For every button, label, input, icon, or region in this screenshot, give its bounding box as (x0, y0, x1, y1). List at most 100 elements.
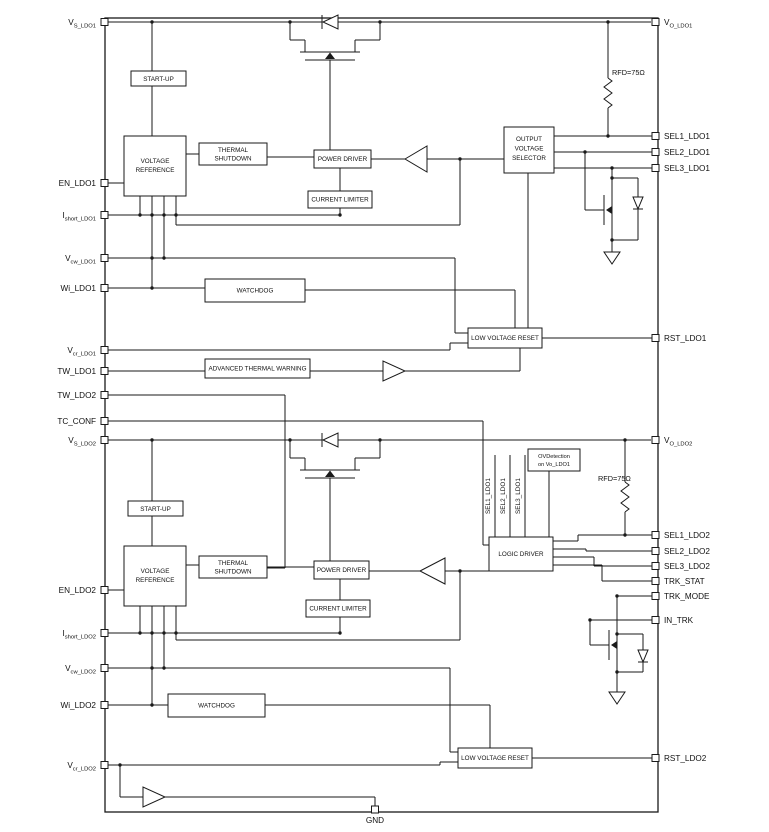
error-amp-ldo2-icon (418, 557, 446, 585)
pin-tc-conf: TC_CONF (57, 417, 109, 426)
svg-text:Wi_LDO2: Wi_LDO2 (61, 701, 97, 710)
block-current-limiter-ldo2: CURRENT LIMITER (305, 599, 371, 618)
svg-text:TW_LDO2: TW_LDO2 (57, 391, 96, 400)
ground-ldo2-icon (608, 691, 626, 705)
svg-text:TRK_STAT: TRK_STAT (664, 577, 705, 586)
svg-text:Ishort_LDO1: Ishort_LDO1 (62, 211, 96, 223)
watchdog-ldo1-label: WATCHDOG (237, 288, 274, 295)
svg-text:VS_LDO1: VS_LDO1 (68, 18, 96, 30)
thermal-warning-buffer-icon (382, 360, 407, 382)
svg-text:RST_LDO1: RST_LDO1 (664, 334, 707, 343)
schematic-symbols (142, 14, 649, 808)
block-low-voltage-reset-ldo1: LOW VOLTAGE RESET (467, 327, 543, 349)
svg-text:SEL2_LDO1: SEL2_LDO1 (664, 148, 710, 157)
error-amp-ldo1-icon (404, 145, 428, 173)
low-voltage-reset-ldo1-label: LOW VOLTAGE RESET (471, 335, 539, 342)
block-power-driver-ldo1: POWER DRIVER (313, 149, 372, 169)
pin-vo-ldo2: VO_LDO2 (651, 436, 692, 448)
pin-vcw-ldo2: Vcw_LDO2 (65, 664, 109, 676)
block-advanced-thermal-warning: ADVANCED THERMAL WARNING (204, 358, 311, 379)
pin-sel2-ldo2: SEL2_LDO2 (651, 547, 710, 556)
sel3-ldo1-pass-label: SEL3_LDO1 (515, 478, 522, 514)
pulldown-mosfet-ldo1-icon (606, 206, 612, 214)
pass-mosfet-ldo2-icon (325, 470, 335, 477)
rfd-resistor-ldo1-icon (603, 77, 613, 109)
svg-text:SEL2_LDO2: SEL2_LDO2 (664, 547, 710, 556)
rfd-resistor-ldo2-icon (620, 481, 630, 513)
svg-text:Vcw_LDO1: Vcw_LDO1 (65, 254, 96, 266)
svg-text:SEL3_LDO2: SEL3_LDO2 (664, 562, 710, 571)
output-buffer-icon (142, 786, 167, 808)
block-watchdog-ldo2: WATCHDOG (167, 693, 266, 718)
pin-trk-stat: TRK_STAT (651, 577, 705, 586)
pin-en-ldo2: EN_LDO2 (59, 586, 109, 595)
sel2-ldo1-pass-label: SEL2_LDO1 (500, 478, 507, 514)
ic-outline (104, 17, 659, 813)
junction-dots (118, 20, 627, 767)
svg-text:TW_LDO1: TW_LDO1 (57, 367, 96, 376)
svg-text:Ishort_LDO2: Ishort_LDO2 (62, 629, 96, 641)
block-logic-driver: LOGIC DRIVER (488, 536, 554, 572)
svg-text:TRK_MODE: TRK_MODE (664, 592, 710, 601)
pin-gnd: GND (366, 805, 384, 825)
tracking-mosfet-ldo2-icon (611, 641, 617, 649)
power-driver-ldo2-label: POWER DRIVER (317, 567, 367, 574)
pass-mosfet-ldo1-icon (325, 52, 335, 59)
svg-text:SEL3_LDO1: SEL3_LDO1 (664, 164, 710, 173)
svg-text:Vcw_LDO2: Vcw_LDO2 (65, 664, 96, 676)
svg-text:SEL1_LDO2: SEL1_LDO2 (664, 531, 710, 540)
current-limiter-ldo1-label: CURRENT LIMITER (311, 197, 369, 204)
protection-diode-ldo1-icon (632, 196, 644, 211)
pin-ishort-ldo2: Ishort_LDO2 (62, 629, 109, 641)
block-watchdog-ldo1: WATCHDOG (204, 278, 306, 303)
pin-vcw-ldo1: Vcw_LDO1 (65, 254, 109, 266)
pin-vcr-ldo2: Vcr_LDO2 (67, 761, 109, 773)
pin-vs-ldo2: VS_LDO2 (68, 436, 109, 448)
pin-sel1-ldo1: SEL1_LDO1 (651, 132, 710, 141)
right-pins: VO_LDO1 SEL1_LDO1 SEL2_LDO1 SEL3_LDO1 RS… (651, 18, 710, 763)
block-startup-ldo1: START-UP (130, 70, 187, 87)
svg-text:Wi_LDO1: Wi_LDO1 (61, 284, 97, 293)
pin-en-ldo1: EN_LDO1 (59, 179, 109, 188)
pin-trk-mode: TRK_MODE (651, 592, 710, 601)
pin-tw-ldo1: TW_LDO1 (57, 367, 109, 376)
pin-sel1-ldo2: SEL1_LDO2 (651, 531, 710, 540)
body-diode-ldo2-icon (321, 432, 339, 448)
startup-ldo2-label: START-UP (140, 506, 171, 513)
pin-tw-ldo2: TW_LDO2 (57, 391, 109, 400)
left-pins: VS_LDO1 EN_LDO1 Ishort_LDO1 Vcw_LDO1 Wi_… (57, 18, 109, 773)
ground-ldo1-icon (603, 251, 621, 265)
block-current-limiter-ldo1: CURRENT LIMITER (307, 190, 373, 209)
watchdog-ldo2-label: WATCHDOG (198, 703, 235, 710)
body-diode-ldo1-icon (321, 14, 339, 30)
pin-sel2-ldo1: SEL2_LDO1 (651, 148, 710, 157)
svg-text:VS_LDO2: VS_LDO2 (68, 436, 96, 448)
svg-text:RST_LDO2: RST_LDO2 (664, 754, 707, 763)
pin-wi-ldo2: Wi_LDO2 (61, 701, 109, 710)
rfd-label-ldo1: RFD=75Ω (612, 68, 645, 77)
pin-sel3-ldo2: SEL3_LDO2 (651, 562, 710, 571)
pin-rst-ldo2: RST_LDO2 (651, 754, 707, 763)
low-voltage-reset-ldo2-label: LOW VOLTAGE RESET (461, 755, 529, 762)
wires-ldo2 (108, 439, 652, 806)
startup-ldo1-label: START-UP (143, 76, 174, 83)
current-limiter-ldo2-label: CURRENT LIMITER (309, 606, 367, 613)
block-startup-ldo2: START-UP (127, 500, 184, 517)
power-driver-ldo1-label: POWER DRIVER (318, 156, 368, 163)
svg-text:VO_LDO1: VO_LDO1 (664, 18, 692, 30)
rfd-label-ldo2: RFD=75Ω (598, 474, 631, 483)
wires-ldo1 (108, 21, 652, 569)
pin-vs-ldo1: VS_LDO1 (68, 18, 109, 30)
protection-diode-ldo2-icon (637, 649, 649, 664)
